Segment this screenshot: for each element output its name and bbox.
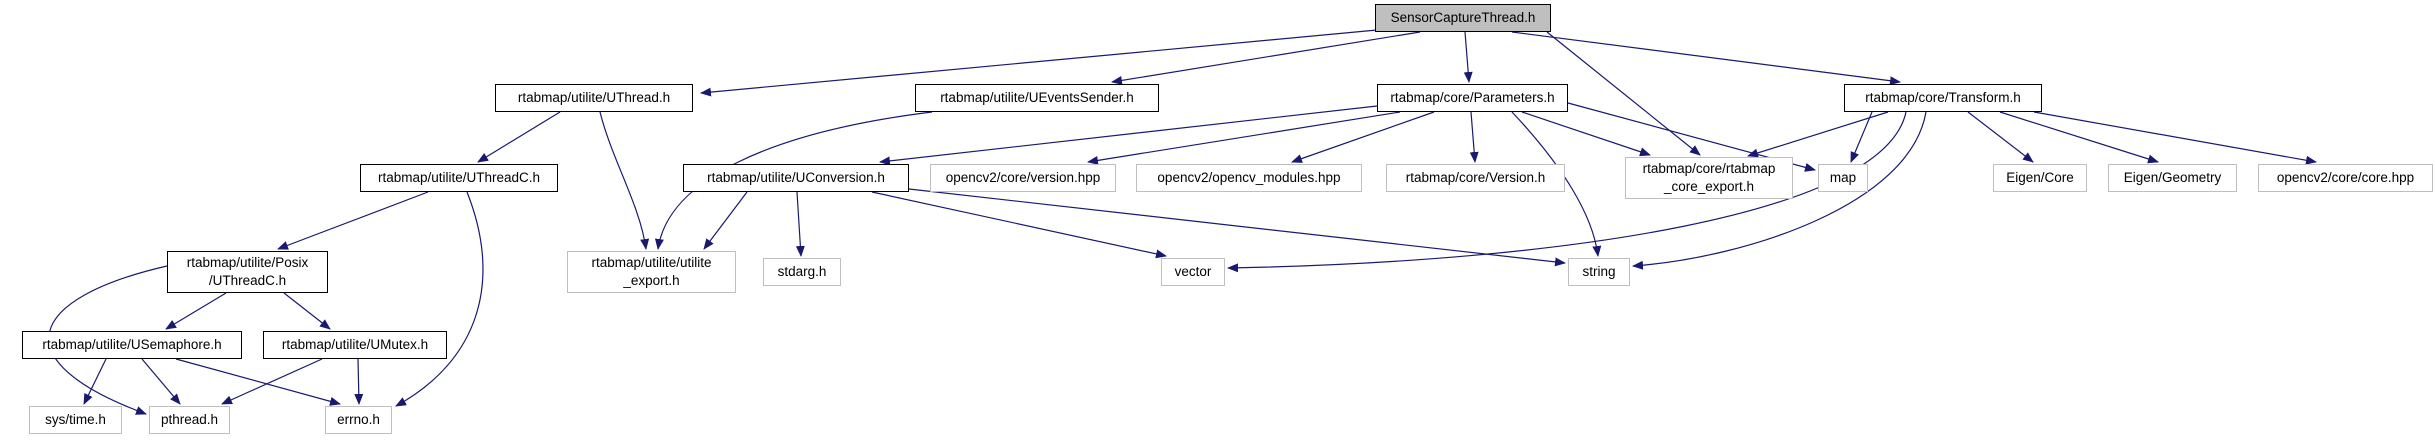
node-rtabmap-core-transform-h[interactable]: rtabmap/core/Transform.h [1844,84,2042,112]
edge-uthread-to-uthreadc [477,111,561,163]
edge-parameters-to-cv-modules [1291,111,1435,163]
edge-transform-to-vector [1227,111,1907,273]
edge-uconversion-to-string [908,188,1566,267]
node-sys-time-h: sys/time.h [29,406,122,434]
edge-parameters-to-core-export [1521,111,1651,157]
edge-transform-to-string [1632,111,1927,270]
node-rtabmap-core-version-h: rtabmap/core/Version.h [1386,164,1565,192]
node-opencv2-core-version-hpp: opencv2/core/version.hpp [930,164,1116,192]
node-rtabmap-utilite-utilite-export-h: rtabmap/utilite/utilite _export.h [567,251,736,293]
edge-uthread-to-utilite-export [599,111,650,250]
node-rtabmap-utilite-posix-uthreadc-h[interactable]: rtabmap/utilite/Posix /UThreadC.h [167,251,328,293]
edge-sensorcapturethread-to-uthread [700,29,1378,97]
node-rtabmap-utilite-uconversion-h[interactable]: rtabmap/utilite/UConversion.h [683,164,909,192]
edge-posix-uthreadc-to-umutex [283,292,331,330]
node-rtabmap-utilite-ueventssender-h[interactable]: rtabmap/utilite/UEventsSender.h [915,84,1159,112]
edge-sensorcapturethread-to-transform [1511,31,1901,86]
edge-posix-uthreadc-to-usemaphore [165,292,227,330]
node-errno-h: errno.h [325,406,392,434]
node-eigen-geometry: Eigen/Geometry [2108,164,2237,192]
edge-uconversion-to-utilite-export [703,191,748,250]
node-sensorcapturethread-h: SensorCaptureThread.h [1375,4,1551,32]
edge-transform-to-core-export [1747,111,1889,158]
edge-usemaphore-to-errno [175,358,341,406]
edge-umutex-to-pthread [221,358,323,405]
edge-usemaphore-to-systime [83,358,107,405]
node-opencv2-opencv-modules-hpp: opencv2/opencv_modules.hpp [1136,164,1362,192]
node-rtabmap-utilite-usemaphore-h[interactable]: rtabmap/utilite/USemaphore.h [22,331,242,359]
edge-sensorcapturethread-to-parameters [1463,31,1473,83]
edge-uthreadc-to-errno [395,191,484,407]
edge-parameters-to-cv-version [1087,111,1401,165]
edge-parameters-to-core-version [1469,111,1479,163]
edge-parameters-to-uconversion [879,105,1378,166]
edge-sensorcapturethread-to-ueventssender [1111,31,1421,85]
node-pthread-h: pthread.h [149,406,230,434]
node-rtabmap-core-parameters-h[interactable]: rtabmap/core/Parameters.h [1377,84,1568,112]
node-rtabmap-utilite-uthreadc-h[interactable]: rtabmap/utilite/UThreadC.h [360,164,558,192]
edge-uconversion-to-vector [871,191,1167,259]
edge-usemaphore-to-pthread [141,358,181,405]
node-rtabmap-core-rtabmap-core-export-h: rtabmap/core/rtabmap _core_export.h [1625,157,1793,199]
edge-transform-to-eigen-core [1967,111,2034,163]
edge-transform-to-eigen-geometry [1999,111,2159,164]
edge-uconversion-to-stdarg [795,191,805,257]
node-rtabmap-utilite-umutex-h[interactable]: rtabmap/utilite/UMutex.h [263,331,447,359]
edge-ueventssender-to-utilite-export [654,111,933,250]
node-string: string [1568,258,1630,286]
edge-transform-to-map [1850,111,1873,163]
node-rtabmap-utilite-uthread-h[interactable]: rtabmap/utilite/UThread.h [495,84,693,112]
node-vector: vector [1161,258,1225,286]
node-stdarg-h: stdarg.h [763,258,841,286]
edge-sensorcapturethread-to-core-export [1546,31,1701,156]
node-opencv2-core-core-hpp: opencv2/core/core.hpp [2258,164,2433,192]
node-eigen-core: Eigen/Core [1993,164,2087,192]
edge-transform-to-cv-core [2033,111,2317,165]
node-map: map [1818,164,1868,192]
edge-umutex-to-errno [354,358,364,405]
edge-uthreadc-to-posix-uthreadc [277,191,429,250]
